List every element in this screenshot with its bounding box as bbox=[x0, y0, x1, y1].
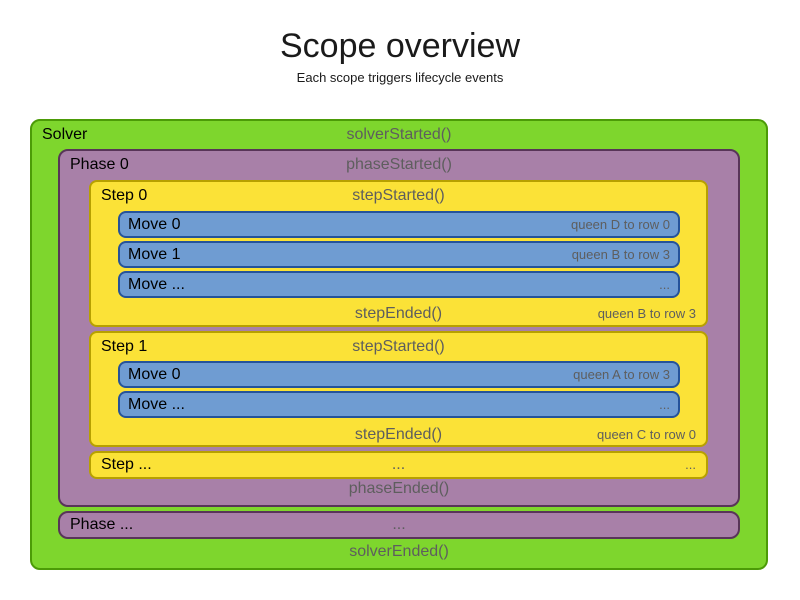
step-0-footer-row: stepEnded() queen B to row 3 bbox=[91, 303, 706, 325]
step-1-footer-row: stepEnded() queen C to row 0 bbox=[91, 424, 706, 446]
move-label: Move ... bbox=[128, 276, 185, 293]
move-label: Move 0 bbox=[128, 216, 181, 233]
step-0-header-row: Step 0 stepStarted() bbox=[91, 185, 706, 207]
step-1-move-0-box: Move 0 queen A to row 3 bbox=[118, 361, 680, 388]
step-0-move-1-box: Move 1 queen B to row 3 bbox=[118, 241, 680, 268]
phase-started-event: phaseStarted() bbox=[346, 156, 452, 173]
page-title: Scope overview bbox=[279, 27, 520, 65]
phase-ended-event: phaseEnded() bbox=[348, 480, 450, 497]
step-1-started-event: stepStarted() bbox=[352, 338, 445, 355]
step-1-header-row: Step 1 stepStarted() bbox=[91, 336, 706, 358]
phase-0-label: Phase 0 bbox=[70, 156, 129, 173]
solver-started-event: solverStarted() bbox=[346, 126, 452, 143]
solver-scope-box: Solver solverStarted() Phase 0 phaseStar… bbox=[30, 119, 768, 570]
step-0-scope-box: Step 0 stepStarted() Move 0 queen D to r… bbox=[89, 180, 708, 327]
step-more-right-ellipsis: ... bbox=[685, 457, 696, 472]
solver-footer-row: solverEnded() bbox=[32, 541, 766, 563]
move-note: queen D to row 0 bbox=[570, 217, 670, 232]
step-1-scope-box: Step 1 stepStarted() Move 0 queen A to r… bbox=[89, 331, 708, 447]
phase-more-label: Phase ... bbox=[70, 516, 134, 533]
step-0-move-more-box: Move ... ... bbox=[118, 271, 680, 298]
move-note: queen B to row 3 bbox=[571, 247, 670, 262]
step-more-center-ellipsis: ... bbox=[391, 456, 406, 473]
solver-label: Solver bbox=[42, 126, 88, 143]
step-0-ended-event: stepEnded() bbox=[354, 305, 443, 322]
move-label: Move ... bbox=[128, 396, 185, 413]
step-1-move-more-box: Move ... ... bbox=[118, 391, 680, 418]
move-note: ... bbox=[659, 397, 670, 412]
step-1-ended-event: stepEnded() bbox=[354, 426, 443, 443]
move-note: ... bbox=[659, 277, 670, 292]
step-0-started-event: stepStarted() bbox=[352, 187, 445, 204]
step-0-label: Step 0 bbox=[101, 187, 148, 204]
phase-more-scope-box: Phase ... ... bbox=[58, 511, 740, 539]
phase-0-footer-row: phaseEnded() bbox=[60, 478, 738, 500]
move-label: Move 1 bbox=[128, 246, 181, 263]
move-note: queen A to row 3 bbox=[573, 367, 670, 382]
phase-0-scope-box: Phase 0 phaseStarted() Step 0 stepStarte… bbox=[58, 149, 740, 507]
page-subtitle: Each scope triggers lifecycle events bbox=[296, 70, 504, 85]
phase-more-center-ellipsis: ... bbox=[392, 516, 406, 533]
step-0-move-0-box: Move 0 queen D to row 0 bbox=[118, 211, 680, 238]
step-1-label: Step 1 bbox=[101, 338, 148, 355]
phase-0-header-row: Phase 0 phaseStarted() bbox=[60, 154, 738, 176]
step-0-ended-note: queen B to row 3 bbox=[597, 306, 696, 321]
step-more-label: Step ... bbox=[101, 456, 152, 473]
solver-header-row: Solver solverStarted() bbox=[32, 124, 766, 146]
move-label: Move 0 bbox=[128, 366, 181, 383]
solver-ended-event: solverEnded() bbox=[349, 543, 449, 560]
step-1-ended-note: queen C to row 0 bbox=[596, 427, 696, 442]
step-more-scope-box: Step ... ... ... bbox=[89, 451, 708, 479]
